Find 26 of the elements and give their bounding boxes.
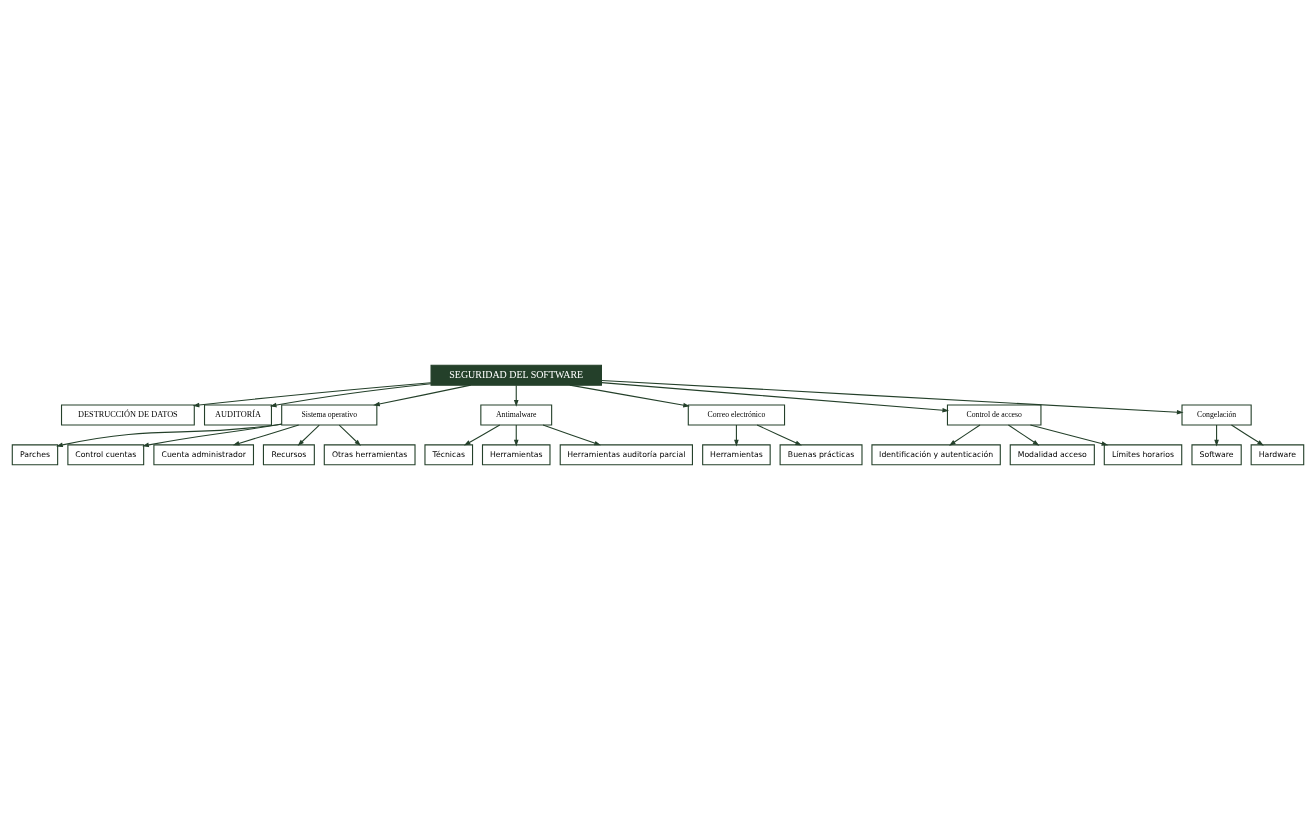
arrow [542, 423, 601, 445]
arrow [1029, 423, 1109, 446]
arrow [192, 381, 432, 407]
arrow [601, 381, 950, 413]
node-box: SEGURIDAD DEL SOFTWARE [430, 364, 602, 386]
arrow [948, 423, 981, 446]
arrow [756, 423, 802, 446]
arrow [601, 379, 1184, 415]
arrow [1007, 423, 1040, 446]
node-box: Correo electrónico [687, 404, 786, 425]
arrow [338, 424, 361, 446]
node-box: AUDITORÍA [203, 404, 272, 425]
arrow [1230, 423, 1264, 446]
node-box: DESTRUCCIÓN DE DATOS [60, 404, 195, 425]
arrow [232, 423, 300, 446]
node-box: Congelación [1181, 404, 1252, 425]
arrow [373, 384, 472, 406]
node-box: Control de acceso [946, 404, 1042, 425]
node-box: Sistema operativo [281, 404, 378, 425]
arrow [56, 423, 283, 447]
arrow [269, 382, 432, 407]
arrow [569, 384, 690, 407]
arrow [297, 424, 320, 446]
arrow [463, 423, 501, 446]
node-box: Antimalware [480, 404, 553, 425]
arrow [142, 422, 283, 447]
